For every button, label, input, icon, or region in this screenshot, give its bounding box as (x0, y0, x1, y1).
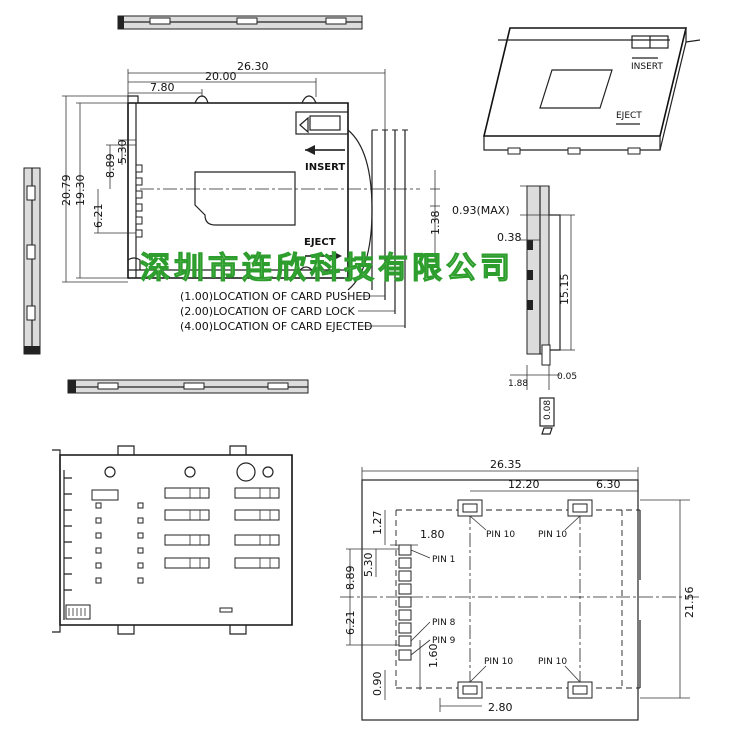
dim-19-30: 19.30 (74, 175, 87, 207)
dim-1-60: 1.60 (427, 644, 440, 669)
spring-contacts (164, 487, 280, 569)
pin1-label: PIN 1 (432, 555, 455, 565)
dim-20-00: 20.00 (205, 70, 237, 83)
iso-insert-label: INSERT (631, 62, 663, 72)
dim-0-93-max: 0.93(MAX) (452, 204, 510, 217)
dim-1-88: 1.88 (508, 379, 528, 389)
top-edge-view (117, 15, 363, 30)
dim-1-38: 1.38 (429, 211, 442, 236)
bottom-edge-view (67, 379, 309, 394)
dim-6-21: 6.21 (92, 204, 105, 229)
dim-8-89: 8.89 (344, 566, 357, 591)
underside-contacts (91, 489, 144, 584)
underside-view (52, 445, 293, 635)
location-card-pushed: (1.00)LOCATION OF CARD PUSHED (180, 290, 371, 303)
dim-6-21-fp: 6.21 (344, 611, 357, 636)
dim-0-05: 0.05 (557, 372, 577, 382)
footprint-view: 26.35 12.20 6.30 1.27 1.80 8.89 5.30 6.2… (340, 458, 700, 721)
dim-2-80: 2.80 (488, 701, 513, 714)
insert-label: INSERT (305, 162, 345, 173)
dim-7-80: 7.80 (150, 81, 175, 94)
dim-0-90: 0.90 (371, 672, 384, 697)
eject-label: EJECT (304, 237, 336, 248)
dim-20-79: 20.79 (60, 175, 73, 207)
dim-21-56: 21.56 (683, 587, 696, 619)
dim-6-30: 6.30 (596, 478, 621, 491)
pin10-label-bottom-left: PIN 10 (484, 657, 513, 667)
location-card-ejected: (4.00)LOCATION OF CARD EJECTED (180, 320, 372, 333)
dim-0-38: 0.38 (497, 231, 522, 244)
dim-1-27: 1.27 (371, 511, 384, 536)
pin8-label: PIN 8 (432, 618, 456, 628)
pin10-label-top-right: PIN 10 (538, 530, 567, 540)
company-watermark: 深圳市连欣科技有限公司 (140, 251, 514, 286)
top-view-dimensions: 26.30 20.00 7.80 20.79 19.30 8.89 5.30 6… (60, 60, 442, 333)
iso-eject-label: EJECT (616, 111, 642, 121)
left-edge-view (23, 167, 41, 355)
pin10-label-top-left: PIN 10 (486, 530, 515, 540)
dim-12-20: 12.20 (508, 478, 540, 491)
dim-1-80: 1.80 (420, 528, 445, 541)
dim-5-30-fp: 5.30 (362, 553, 375, 578)
dim-5-30: 5.30 (116, 140, 129, 165)
pin10-label-bottom-right: PIN 10 (538, 657, 567, 667)
dim-15-15: 15.15 (558, 274, 571, 306)
dim-8-89: 8.89 (104, 154, 117, 179)
dim-26-30: 26.30 (237, 60, 269, 73)
location-card-lock: (2.00)LOCATION OF CARD LOCK (180, 305, 356, 318)
dim-26-35: 26.35 (490, 458, 522, 471)
side-view: 0.93(MAX) 0.38 15.15 1.88 0.05 0.08 (452, 185, 577, 435)
iso-view: INSERT EJECT (482, 27, 701, 155)
top-view-pins (135, 164, 143, 238)
footprint-pins (398, 544, 412, 661)
pin9-label: PIN 9 (432, 636, 456, 646)
dim-0-08: 0.08 (543, 400, 553, 420)
